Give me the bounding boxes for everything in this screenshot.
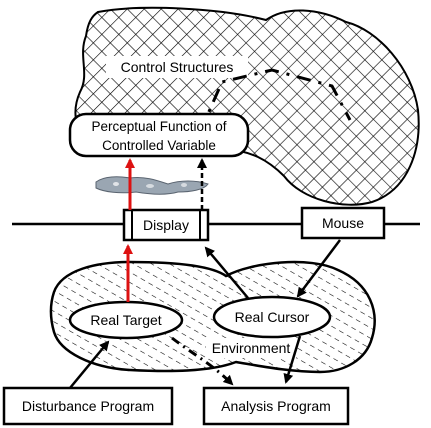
- disturbance-program-box: [2, 386, 174, 426]
- control-structures-label-bg: [106, 56, 248, 78]
- display-box: [122, 208, 210, 242]
- real-cursor-ellipse: [212, 295, 332, 339]
- real-target-ellipse: [68, 300, 184, 340]
- arrow-cursor-to-display: [204, 246, 249, 299]
- dashed-target-to-analysis: [171, 336, 234, 386]
- disturbance-program-label: Disturbance Program: [22, 398, 154, 414]
- control-structures-label: Control Structures: [121, 59, 234, 75]
- mouse-box: [300, 206, 386, 240]
- perceptual-function-line2: Controlled Variable: [102, 138, 216, 153]
- analysis-program-box: [202, 386, 350, 426]
- environment-label-bg: [206, 338, 296, 358]
- control-dashed-path: [198, 68, 352, 133]
- real-target-label: Real Target: [90, 312, 161, 328]
- arrow-mouse-to-cursor: [296, 239, 341, 298]
- perceptual-function-box: [68, 112, 250, 158]
- arrow-cursor-to-analysis: [283, 335, 302, 384]
- analysis-program-label: Analysis Program: [221, 398, 331, 414]
- control-structures-blob: [74, 6, 420, 206]
- environment-label: Environment: [212, 340, 291, 356]
- arrow-disturbance-to-target: [69, 340, 110, 389]
- mouse-label: Mouse: [322, 215, 364, 231]
- perceptual-function-line1: Perceptual Function of: [91, 119, 226, 134]
- real-cursor-label: Real Cursor: [235, 309, 310, 325]
- display-label: Display: [143, 217, 189, 233]
